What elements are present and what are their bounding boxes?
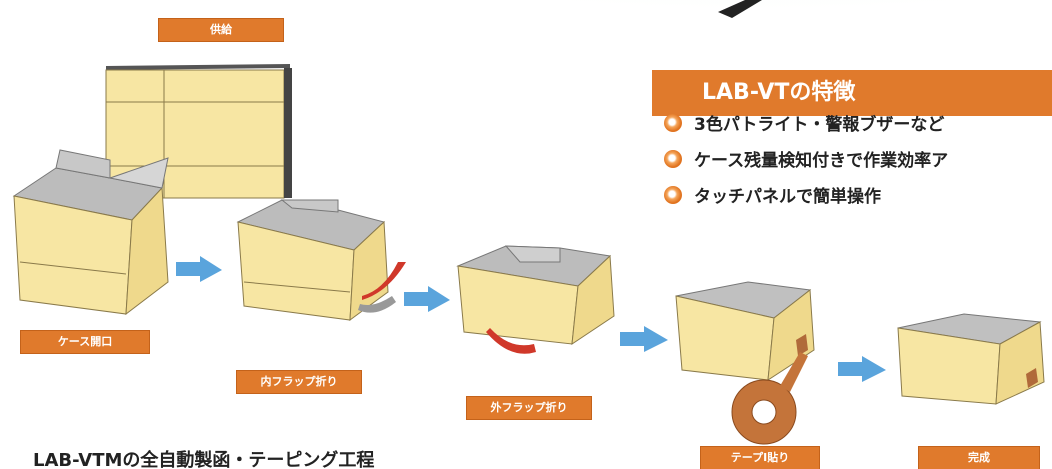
bullet-icon (664, 149, 682, 168)
fold-arrow (362, 262, 406, 300)
bullet-icon (664, 113, 682, 132)
background-glow (340, 0, 1052, 70)
step-label-inner-fold: 内フラップ折り (236, 370, 362, 394)
features-title: LAB-VTの特徴 (652, 70, 1052, 116)
box-outer-fold (456, 245, 615, 354)
feature-item: 3色パトライト・警報ブザーなど (664, 110, 944, 135)
feature-text: ケース残量検知付きで作業効率ア (694, 151, 949, 171)
step-label-supply: 供給 (158, 18, 284, 42)
outer-fold-arrow (486, 328, 536, 354)
box-complete (897, 313, 1045, 405)
step-label-case-open: ケース開口 (20, 330, 150, 354)
feature-text: タッチパネルで簡単操作 (694, 187, 881, 207)
flow-arrows (176, 256, 886, 382)
bullet-icon (664, 185, 682, 204)
feature-text: 3色パトライト・警報ブザーなど (694, 115, 945, 135)
box-open (12, 149, 169, 316)
process-caption: LAB-VTMの全自動製函・テーピング工程 (33, 450, 375, 469)
box-taping (675, 281, 815, 445)
step-label-complete: 完成 (918, 446, 1040, 469)
feature-item: タッチパネルで簡単操作 (664, 182, 881, 207)
step-label-tape: テープI貼り (700, 446, 820, 469)
device-icon (718, 0, 762, 18)
box-inner-fold (236, 199, 406, 322)
feature-item: ケース残量検知付きで作業効率ア (664, 146, 948, 171)
step-label-outer-fold: 外フラップ折り (466, 396, 592, 420)
